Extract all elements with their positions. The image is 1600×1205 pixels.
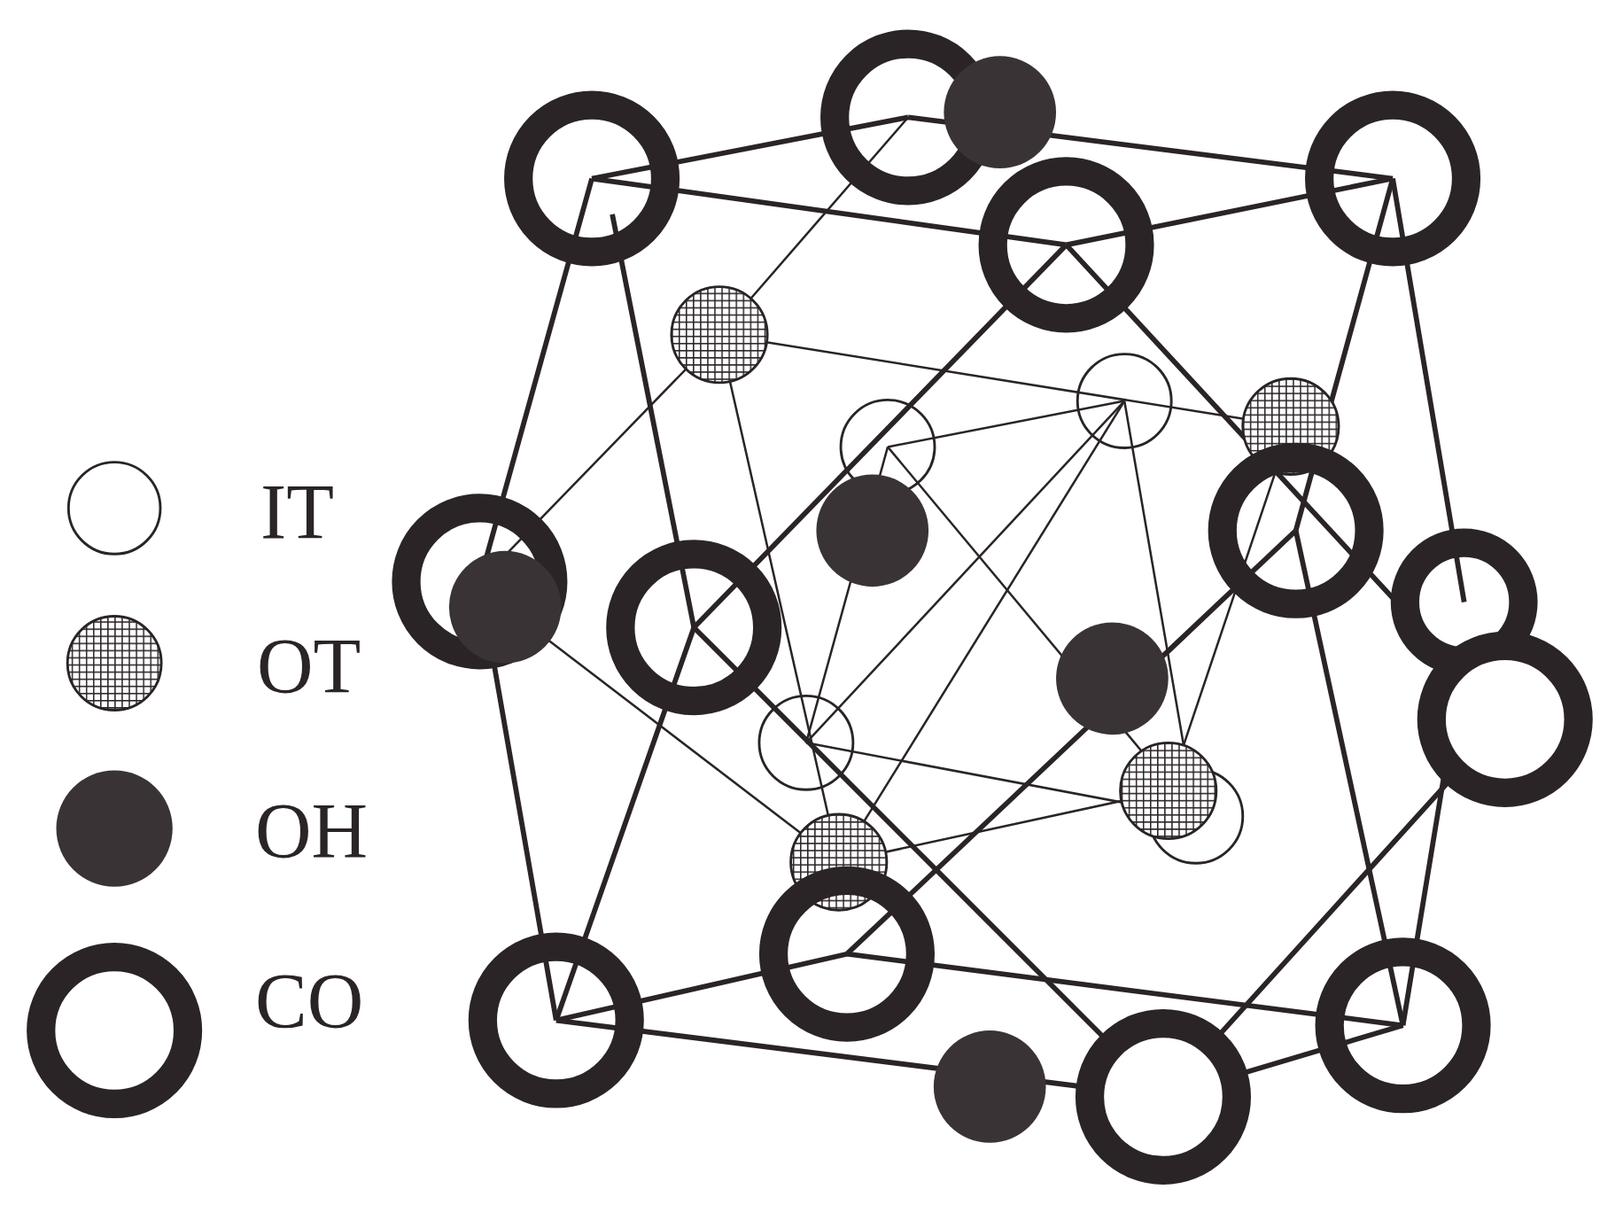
legend-label: IT [260, 473, 334, 552]
co-sites [405, 44, 1523, 1100]
oh-sites [449, 55, 1169, 1142]
legend-label: OH [255, 792, 368, 870]
it-sites [759, 354, 1243, 864]
inner-lines [479, 116, 1296, 863]
legend-label: CO [255, 962, 364, 1041]
legend-label: OT [256, 627, 361, 706]
legend-samples [40, 462, 188, 1104]
co-sites-front [620, 170, 1578, 1170]
outer-lines [479, 116, 1505, 1097]
